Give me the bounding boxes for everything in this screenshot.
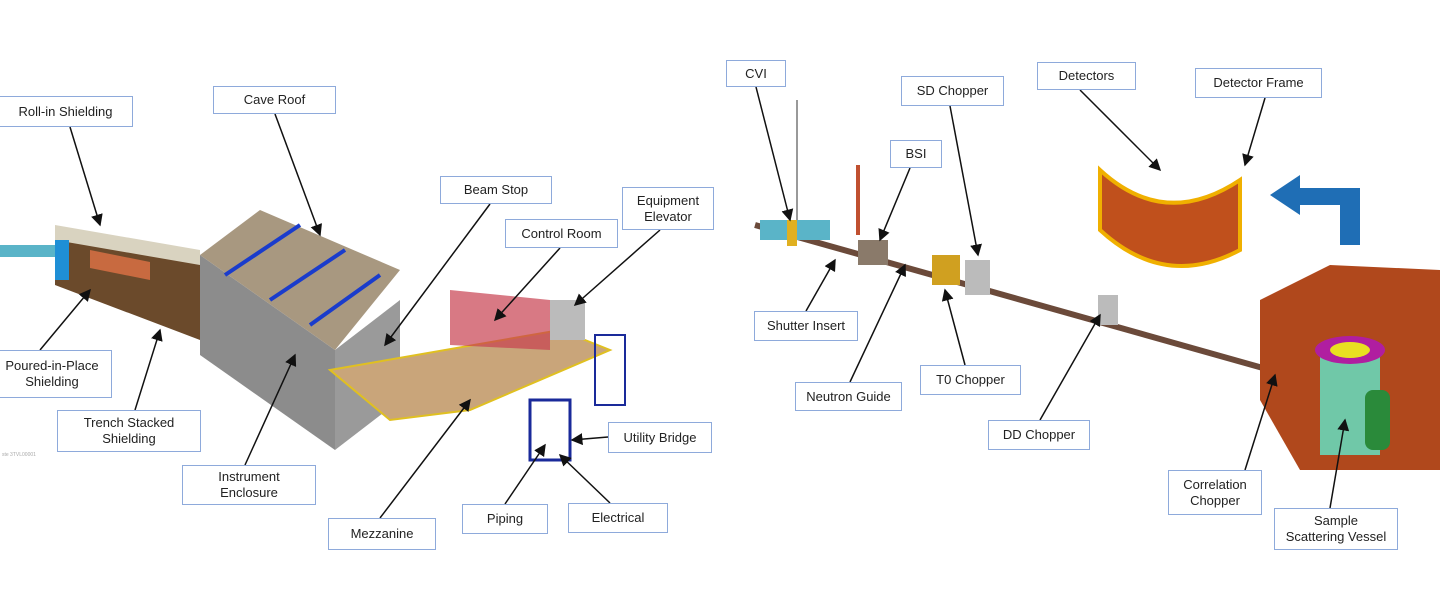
label-instrument-enclosure: Instrument Enclosure [182,465,316,505]
label-detectors: Detectors [1037,62,1136,90]
label-poured-in-place-shielding: Poured-in-Place Shielding [0,350,112,398]
label-mezzanine: Mezzanine [328,518,436,550]
beamline [754,100,1271,373]
label-sample-scattering-vessel: Sample Scattering Vessel [1274,508,1398,550]
label-trench-stacked-shielding: Trench Stacked Shielding [57,410,201,452]
label-equipment-elevator: Equipment Elevator [622,187,714,230]
label-roll-in-shielding: Roll-in Shielding [0,96,133,127]
mezzanine [327,290,626,462]
label-control-room: Control Room [505,219,618,248]
label-cave-roof: Cave Roof [213,86,336,114]
label-dd-chopper: DD Chopper [988,420,1090,450]
instrument-enclosure [200,210,400,450]
label-electrical: Electrical [568,503,668,533]
label-cvi: CVI [726,60,786,87]
move-arrow-icon [1270,175,1360,245]
leader-lines [39,86,1350,519]
label-sd-chopper: SD Chopper [901,76,1004,106]
label-t0-chopper: T0 Chopper [920,365,1021,395]
label-beam-stop: Beam Stop [440,176,552,204]
label-utility-bridge: Utility Bridge [608,422,712,453]
label-detector-frame: Detector Frame [1195,68,1322,98]
label-correlation-chopper: Correlation Chopper [1168,470,1262,515]
detector-frame [1098,165,1242,268]
label-piping: Piping [462,504,548,534]
label-neutron-guide: Neutron Guide [795,382,902,411]
label-shutter-insert: Shutter Insert [754,311,858,341]
beamline-shielding [0,225,200,340]
credit-text: ste 3TVL00001 [2,452,36,458]
label-bsi: BSI [890,140,942,168]
sample-scattering-vessel [1260,265,1440,470]
